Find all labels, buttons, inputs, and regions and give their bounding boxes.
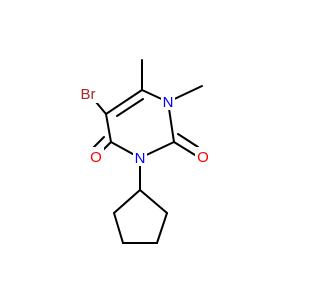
bond-c2-o2 (173, 141, 196, 156)
bond-c4-c5 (105, 113, 112, 143)
bond-c5-c6 (105, 89, 143, 115)
bond-cp2-cp3 (156, 212, 168, 244)
atom-o4: O (88, 147, 104, 166)
atom-n1-label: N (163, 94, 174, 111)
atom-o4-label: O (90, 149, 102, 166)
atom-o2-label: O (197, 149, 209, 166)
bond-cp5-cp1 (113, 189, 141, 214)
bond-cp1-cp2 (139, 189, 168, 214)
molecule-structure: Br N N O O (76, 59, 211, 244)
atom-br: Br (76, 85, 100, 103)
atom-br-label: Br (81, 86, 96, 103)
bond-c2-o2-double (177, 133, 199, 148)
atom-n1: N (161, 92, 175, 111)
atom-n3-label: N (135, 150, 146, 167)
atom-o2: O (195, 147, 211, 166)
bond-c5-c6-double (116, 98, 144, 117)
bond-c5-br (95, 101, 107, 115)
atom-n3: N (133, 148, 147, 167)
bond-cp4-cp5 (113, 212, 124, 244)
